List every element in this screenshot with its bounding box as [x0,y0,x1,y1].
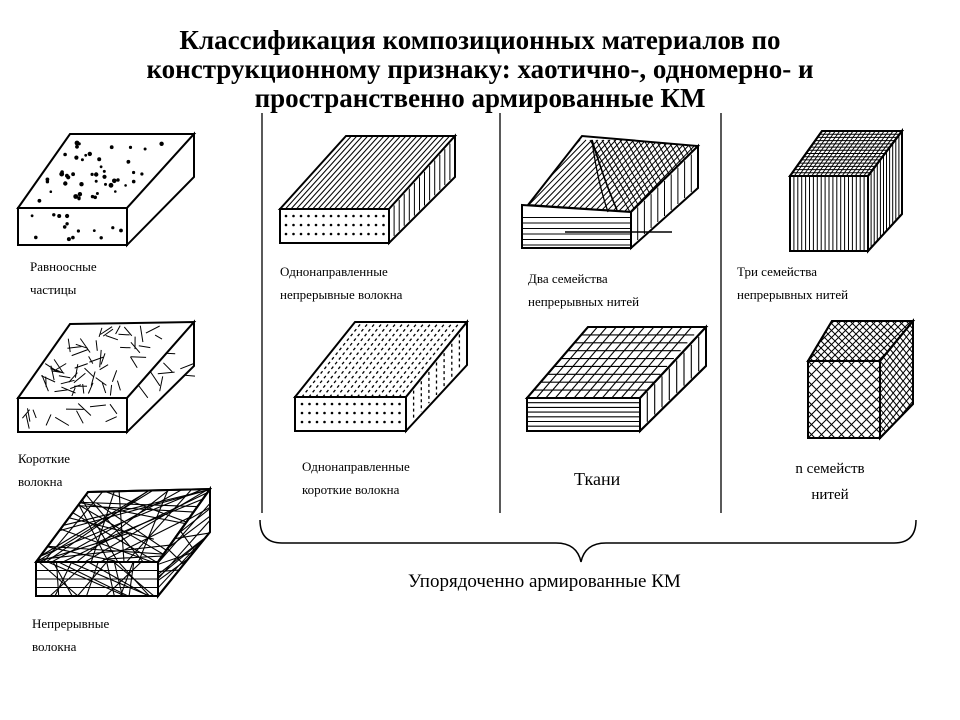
label-line: непрерывных нитей [528,294,640,309]
column-separators [261,113,722,513]
label-line: Три семейства [737,264,817,279]
label-line: Равноосные [30,259,97,274]
label-two-families: Два семейства непрерывных нитей [528,267,639,313]
label-equiaxed-particles: Равноосные частицы [30,255,97,301]
label-n-families: n семейств нитей [770,456,890,508]
title-line-1: Классификация композиционных материалов … [179,25,781,55]
block-three-families [788,128,905,254]
label-short-fibers: Короткие волокна [18,447,70,493]
label-line: Два семейства [528,271,608,286]
block-two-families [521,134,701,251]
label-line: непрерывные волокна [280,287,403,302]
label-line: n семейств [795,461,865,477]
label-line: волокна [32,639,77,654]
label-line: непрерывных нитей [737,287,849,302]
label-unidirectional-short: Однонаправленные короткие волокна [302,455,410,501]
group-brace [259,519,917,563]
label-line: Непрерывные [32,616,110,631]
block-short-fibers [16,319,197,435]
brace-caption: Упорядоченно армированные КМ [408,571,681,592]
label-line: короткие волокна [302,482,400,497]
block-unidirectional-continuous [277,133,458,246]
label-line: частицы [30,282,77,297]
block-equiaxed-particles [16,131,197,248]
page-title: Классификация композиционных материалов … [0,26,960,113]
label-continuous-fibers: Непрерывные волокна [32,612,109,658]
label-line: Однонаправленные [302,459,410,474]
label-three-families: Три семейства непрерывных нитей [737,260,848,306]
label-line: Короткие [18,451,71,466]
label-line: волокна [18,474,63,489]
block-fabric [524,324,709,434]
block-continuous-fibers [34,485,212,599]
title-line-3: пространственно армированные КМ [254,83,706,113]
block-unidirectional-short [292,319,470,434]
label-line: Однонаправленные [280,264,388,279]
label-fabric: Ткани [574,469,621,489]
label-line: нитей [811,487,849,503]
label-unidirectional-continuous: Однонаправленные непрерывные волокна [280,260,402,306]
title-line-2: конструкционному признаку: хаотично-, од… [146,54,814,84]
